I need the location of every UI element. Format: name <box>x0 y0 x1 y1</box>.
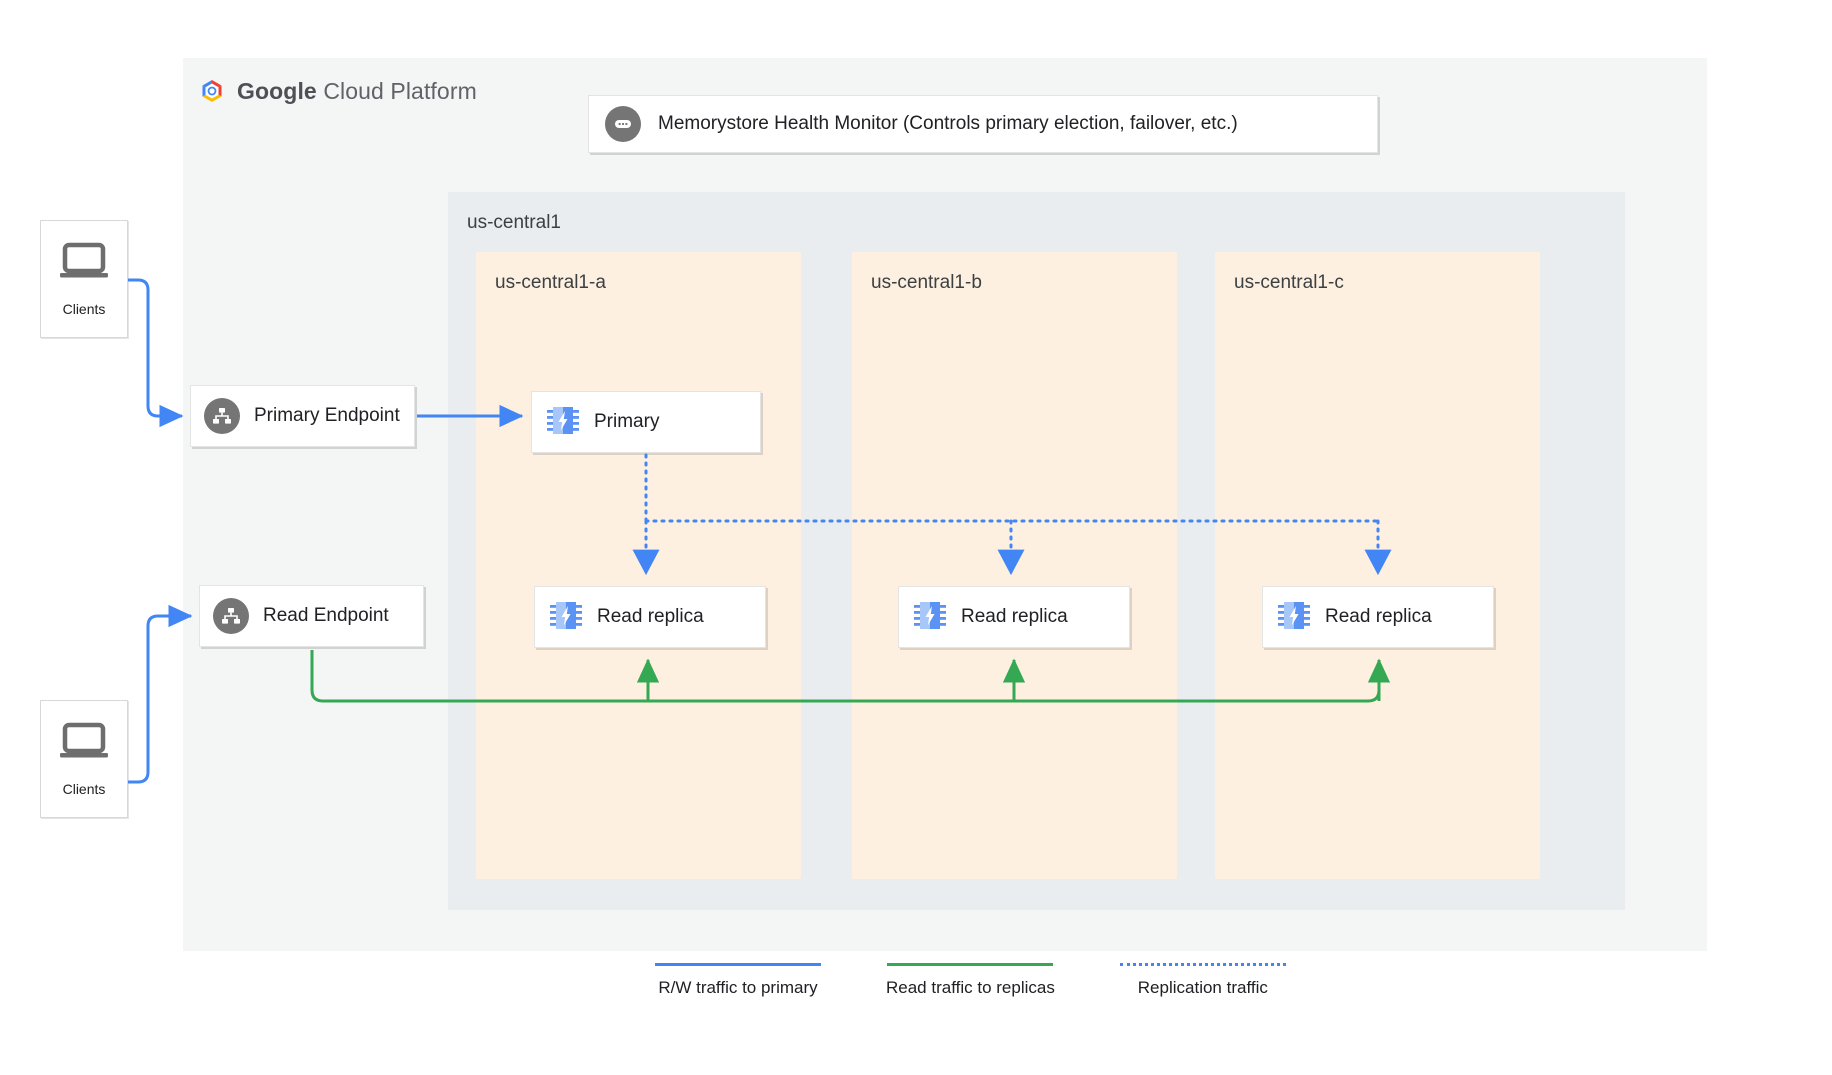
legend-item-replication-traffic: Replication traffic <box>1119 963 1286 998</box>
health-monitor-card[interactable]: Memorystore Health Monitor (Controls pri… <box>588 95 1378 153</box>
memorystore-chip-icon <box>913 598 947 637</box>
clients-box-top[interactable]: Clients <box>40 220 128 338</box>
legend-item-read-traffic: Read traffic to replicas <box>886 963 1055 998</box>
connector-client-bottom-to-read-endpoint <box>128 604 193 784</box>
google-cloud-hexagon-logo-icon <box>197 76 227 106</box>
network-hierarchy-icon <box>204 398 240 434</box>
network-hierarchy-icon <box>213 598 249 634</box>
legend-swatch-blue-solid <box>655 963 821 966</box>
zone-label: us-central1-c <box>1234 272 1344 293</box>
memorystore-chip-icon <box>1277 598 1311 637</box>
zone-label: us-central1-a <box>495 272 606 293</box>
legend: R/W traffic to primary Read traffic to r… <box>655 963 1286 998</box>
node-read-replica-a[interactable]: Read replica <box>534 586 766 648</box>
zone-us-central1-b: us-central1-b <box>852 252 1177 879</box>
clients-label: Clients <box>62 780 106 797</box>
region-label: us-central1 <box>467 212 561 233</box>
node-read-replica-c[interactable]: Read replica <box>1262 586 1494 648</box>
google-cloud-platform-logo: Google Cloud Platform <box>197 76 477 106</box>
health-monitor-pill-icon <box>605 106 641 142</box>
memorystore-chip-icon <box>549 598 583 637</box>
legend-label: Read traffic to replicas <box>886 978 1055 997</box>
region-container: us-central1 us-central1-a us-central1-b … <box>448 192 1625 910</box>
node-read-replica-label: Read replica <box>1325 606 1432 627</box>
node-primary-label: Primary <box>594 411 660 432</box>
node-read-replica-b[interactable]: Read replica <box>898 586 1130 648</box>
legend-label: Replication traffic <box>1137 978 1268 997</box>
clients-label: Clients <box>62 300 106 317</box>
legend-swatch-green-solid <box>887 963 1054 966</box>
zone-label: us-central1-b <box>871 272 982 293</box>
connector-client-top-to-primary-endpoint <box>128 278 184 428</box>
zone-us-central1-c: us-central1-c <box>1215 252 1540 879</box>
node-read-replica-label: Read replica <box>961 606 1068 627</box>
gcp-logo-text-light: Cloud Platform <box>316 77 477 104</box>
memorystore-chip-icon <box>546 403 580 442</box>
legend-label: R/W traffic to primary <box>658 978 818 997</box>
primary-endpoint-label: Primary Endpoint <box>254 405 400 426</box>
read-endpoint-label: Read Endpoint <box>263 605 389 626</box>
read-endpoint-card[interactable]: Read Endpoint <box>199 585 424 647</box>
laptop-icon <box>58 242 110 287</box>
clients-box-bottom[interactable]: Clients <box>40 700 128 818</box>
laptop-icon <box>58 722 110 767</box>
gcp-logo-text: Google Cloud Platform <box>237 78 477 105</box>
health-monitor-label: Memorystore Health Monitor (Controls pri… <box>658 113 1238 134</box>
primary-endpoint-card[interactable]: Primary Endpoint <box>190 385 415 447</box>
zone-us-central1-a: us-central1-a <box>476 252 801 879</box>
legend-swatch-blue-dotted <box>1119 963 1286 966</box>
legend-item-rw-traffic: R/W traffic to primary <box>655 963 821 998</box>
node-read-replica-label: Read replica <box>597 606 704 627</box>
node-primary[interactable]: Primary <box>531 391 761 453</box>
gcp-logo-text-bold: Google <box>237 77 317 104</box>
